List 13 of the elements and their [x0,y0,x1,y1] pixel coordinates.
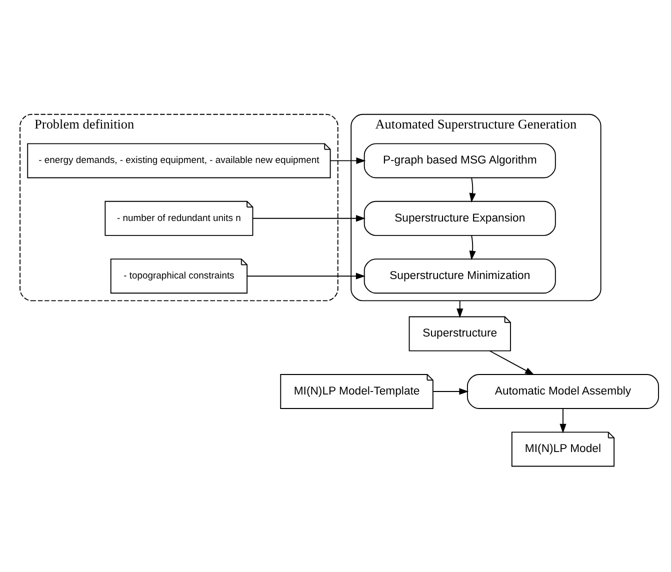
node-box: Automatic Model Assembly [466,374,659,408]
arrow [560,408,566,433]
arrow [456,300,464,318]
node-box: Superstructure Minimization [364,258,556,294]
arrow [489,350,534,375]
arrow [330,156,366,164]
node-box: Superstructure Expansion [364,200,556,236]
arrow [432,388,469,394]
arrow [469,234,476,260]
node-box: P-graph based MSG Algorithm [364,142,556,178]
arrow [469,176,476,202]
arrow [252,214,366,222]
arrow [246,272,366,279]
